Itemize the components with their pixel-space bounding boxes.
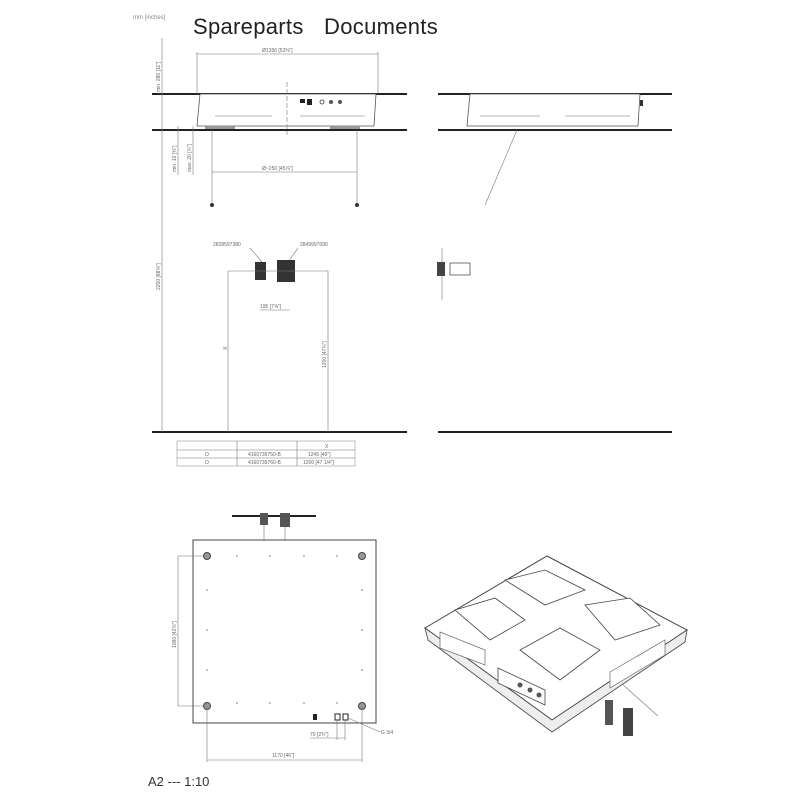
isometric-view — [424, 555, 688, 736]
dim-bracket-width: 195 [7⅝"] — [260, 304, 282, 310]
table-cell: O — [205, 452, 209, 458]
part-number-left: 2828597380 — [213, 242, 241, 248]
front-side-view: Ø1356 [53⅜"] min. 280 [11"] 2250 [88⅝"] … — [152, 38, 407, 433]
plan-view: 1080 [42½"] 1170 [46"] 70 [2¾"] G 3/4 — [171, 513, 393, 762]
table-cell: 4160739750-B — [248, 452, 281, 458]
control-panel-icon — [300, 99, 342, 105]
lamp-body — [196, 93, 377, 127]
part-number-right: 2849997090 — [300, 242, 328, 248]
dim-max-gap: max. 20 [¾"] — [187, 143, 193, 172]
table-cell: 1200 [47 1/4"] — [303, 460, 335, 466]
thread-label: G 3/4 — [381, 730, 393, 736]
table-cell: 4160739760-B — [248, 460, 281, 466]
right-side-view — [437, 93, 672, 433]
dim-width: 1170 [46"] — [272, 753, 295, 759]
units-label: mm [inches] — [133, 15, 166, 21]
dim-connector-spacing: 70 [2¾"] — [310, 732, 329, 738]
dim-min-gap: min. 10 [⅜"] — [172, 145, 178, 172]
scale-label: A2 --- 1:10 — [148, 774, 210, 789]
dim-min-height: min. 280 [11"] — [156, 61, 162, 92]
dim-x: X — [223, 346, 229, 350]
bracket-side — [437, 262, 445, 276]
header-links: Spareparts Documents — [193, 14, 452, 40]
dim-depth: 1080 [42½"] — [171, 621, 178, 648]
dim-rod-diameter: Ø~250 [45⅞"] — [262, 166, 293, 172]
dim-total-height: 2250 [88⅝"] — [156, 263, 162, 290]
iso-bracket — [605, 700, 613, 725]
table-cell: O — [205, 460, 209, 466]
lamp-outline — [192, 539, 377, 724]
dim-1200: 1200 [47¼"] — [322, 341, 328, 368]
table-cell: 1245 [49"] — [308, 452, 331, 458]
dim-diameter-top: Ø1356 [53⅜"] — [262, 48, 293, 54]
documents-link[interactable]: Documents — [324, 14, 439, 39]
spareparts-link[interactable]: Spareparts — [193, 14, 304, 39]
dimension-table: X O 4160739750-B 1245 [49"] O 4160739760… — [176, 440, 356, 467]
table-header-x: X — [325, 444, 329, 450]
